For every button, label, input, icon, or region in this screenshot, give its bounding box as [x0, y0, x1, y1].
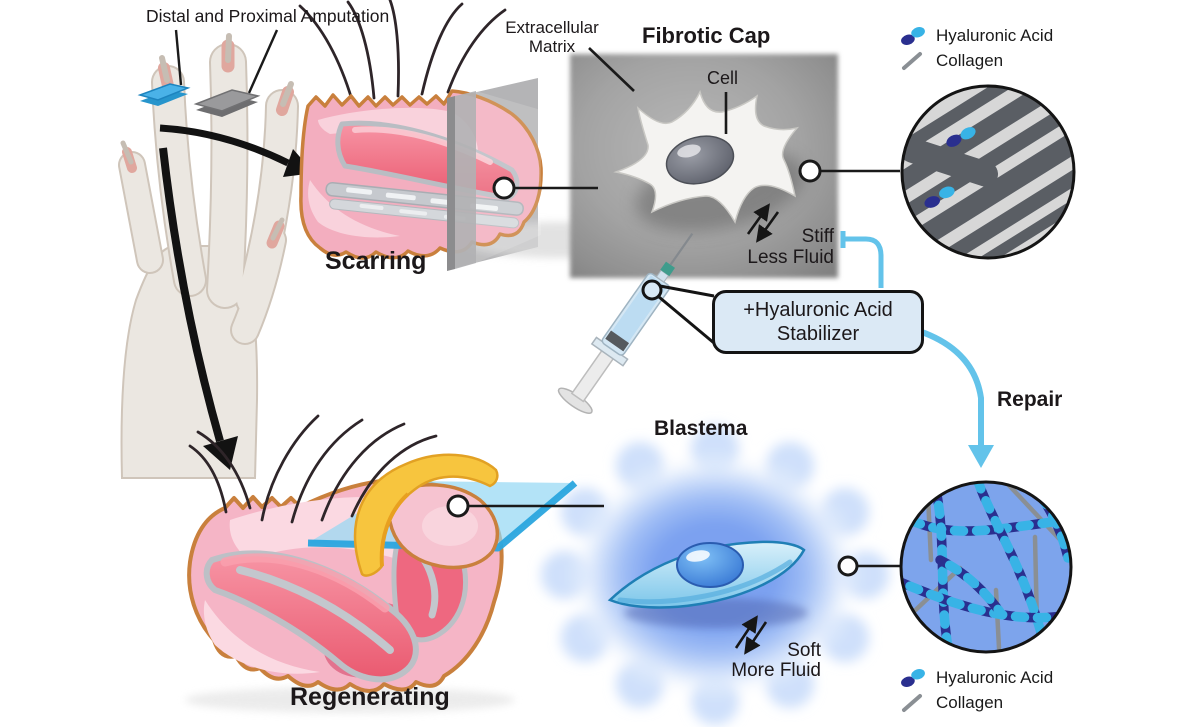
legend-label: Hyaluronic Acid — [936, 25, 1054, 45]
repair-arrow — [918, 328, 994, 468]
hyaluronic-acid-icon — [901, 26, 925, 45]
extracellular-matrix-label: Extracellular Matrix — [505, 18, 599, 57]
fibrotic-cap-title: Fibrotic Cap — [642, 23, 771, 48]
fibroblast-cell — [613, 89, 805, 232]
scarring-title: Scarring — [325, 247, 427, 275]
pointer-line-ecm — [588, 47, 635, 92]
pointer-line-proximal — [247, 29, 279, 94]
hyaluronic-acid-icon — [901, 668, 925, 687]
pointer-line-distal — [174, 29, 183, 86]
legend-item-collagen: Collagen — [898, 691, 1053, 714]
regenerating-digit — [185, 414, 578, 713]
legend-bottom: Hyaluronic Acid Collagen — [898, 666, 1053, 714]
regenerating-title: Regenerating — [290, 683, 450, 711]
claws — [120, 33, 294, 249]
legend-label: Hyaluronic Acid — [936, 667, 1054, 687]
connector-circle-regen — [446, 494, 470, 518]
scar-hairs — [298, 0, 507, 102]
callout-line-top — [659, 284, 715, 298]
stabilizer-bracket — [840, 231, 884, 288]
cell-label: Cell — [707, 68, 739, 88]
blastema-cell — [607, 540, 808, 628]
soft-label: Soft — [787, 640, 821, 661]
equilibrium-arrows-soft — [734, 615, 768, 655]
connector-circle-scar — [492, 176, 516, 200]
connector-circle-blastema — [837, 555, 859, 577]
repair-matrix-inset — [899, 480, 1073, 654]
stabilizer-callout-box: +Hyaluronic Acid Stabilizer — [712, 290, 924, 354]
legend-item-hyaluronic-acid: Hyaluronic Acid — [898, 666, 1053, 689]
regen-hairs — [188, 414, 438, 524]
less-fluid-label: Less Fluid — [747, 247, 834, 268]
fibrotic-matrix-inset — [900, 84, 1076, 260]
mouse-paw — [118, 33, 299, 479]
stiff-label: Stiff — [801, 226, 834, 247]
blastema-title: Blastema — [654, 417, 748, 440]
legend-item-hyaluronic-acid: Hyaluronic Acid — [898, 24, 1053, 47]
hyaluronic-acid-molecule — [946, 127, 976, 147]
callout-line-bottom — [658, 295, 715, 345]
callout-circle-syringe — [641, 279, 663, 301]
more-fluid-label: More Fluid — [731, 660, 821, 681]
equilibrium-arrows-stiff — [746, 203, 780, 243]
distal-amputation-plane — [137, 83, 191, 106]
repair-label: Repair — [997, 388, 1063, 411]
collagen-icon — [902, 51, 922, 70]
legend-label: Collagen — [936, 50, 1004, 70]
legend-label: Collagen — [936, 692, 1004, 712]
hyaluronic-acid-molecule — [924, 186, 955, 208]
legend-item-collagen: Collagen — [898, 49, 1053, 72]
connector-circle-cell — [798, 159, 822, 183]
needle-icon — [669, 232, 694, 266]
legend-top: Hyaluronic Acid Collagen — [898, 24, 1053, 72]
collagen-icon — [902, 693, 922, 712]
amputation-label: Distal and Proximal Amputation — [146, 6, 390, 26]
proximal-amputation-plane — [193, 89, 261, 117]
blastema-cell-nucleus — [676, 542, 744, 588]
